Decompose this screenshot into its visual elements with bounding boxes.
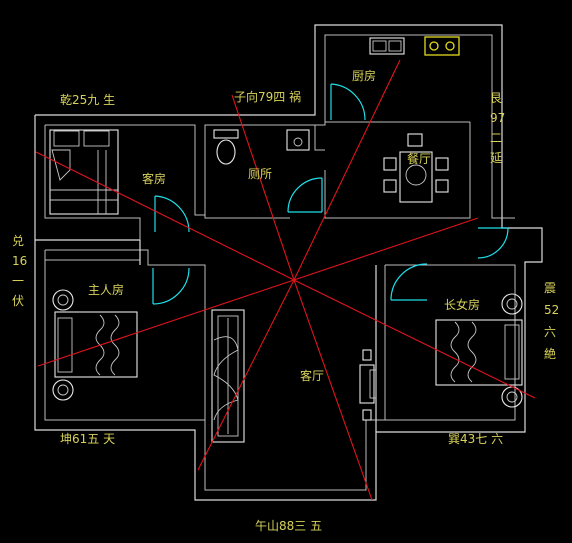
dir-right-top-2: 97	[490, 111, 505, 125]
guest-room-door-swing	[154, 195, 190, 233]
ray-north	[231, 94, 295, 281]
label-guest-room: 客房	[142, 171, 166, 186]
ray-southwest	[197, 279, 295, 471]
dir-right-bottom-3: 六	[544, 325, 556, 339]
living-room-wall	[204, 265, 386, 491]
guest-room-wall	[44, 125, 141, 261]
label-master-bedroom: 主人房	[88, 282, 124, 297]
wash-basin	[286, 129, 310, 151]
dir-left-2: 16	[12, 254, 27, 268]
dir-left-1: 兑	[12, 234, 24, 248]
master-bedroom-wall	[44, 249, 206, 421]
bathroom-wall	[204, 125, 290, 219]
dining-wall	[324, 122, 471, 219]
master-bedroom-door-swing	[152, 267, 190, 305]
ray-northwest	[35, 151, 295, 281]
kitchen-door-swing	[330, 83, 366, 121]
balcony-door-swing	[477, 227, 509, 259]
kitchen-stove	[424, 36, 460, 56]
tv-cabinet	[359, 349, 377, 421]
kitchen-sink	[369, 37, 405, 55]
dir-right-top-1: 艮	[490, 91, 502, 105]
sofa	[211, 309, 245, 443]
inner-wall-top	[45, 34, 515, 219]
dining-table	[383, 133, 449, 203]
dir-right-top-4: 延	[490, 151, 502, 165]
toilet	[213, 129, 239, 165]
room-labels: 厨房 餐厅 厕所 客房 主人房 长女房 客厅	[88, 68, 480, 383]
eldest-daughter-door-swing	[390, 263, 428, 301]
label-eldest-daughter-room: 长女房	[444, 297, 480, 312]
dir-right-top-3: 二	[490, 131, 502, 145]
ray-northeast	[293, 59, 401, 281]
ray-west	[37, 279, 295, 367]
bathroom-door-swing	[287, 177, 323, 213]
dir-bottom-center: 午山88三 五	[255, 519, 322, 533]
outer-wall	[34, 24, 543, 501]
dir-right-bottom-2: 52	[544, 303, 559, 317]
daughter-bed	[435, 293, 523, 408]
label-living-room: 客厅	[300, 368, 324, 383]
furniture	[49, 36, 523, 443]
dir-top-center: 子向79四 祸	[234, 89, 301, 104]
master-bed	[52, 289, 138, 401]
direction-labels: 乾25九 生 子向79四 祸 坤61五 天 巽43七 六 午山88三 五 艮 9…	[12, 89, 559, 533]
bathroom-wall-right	[314, 125, 325, 151]
guest-bed	[49, 129, 119, 215]
dir-left-3: 一	[12, 274, 24, 288]
dir-left-4: 伏	[12, 294, 24, 308]
ray-southeast	[293, 279, 536, 399]
label-kitchen: 厨房	[352, 68, 376, 83]
walls	[34, 24, 543, 501]
dir-right-bottom-1: 震	[544, 281, 556, 295]
dir-bottom-right: 巽43七 六	[448, 432, 503, 446]
dir-right-bottom-4: 絶	[544, 346, 556, 361]
direction-rays	[35, 59, 536, 501]
dir-bottom-left: 坤61五 天	[60, 431, 115, 446]
dir-top-left: 乾25九 生	[60, 93, 115, 107]
eldest-daughter-room-wall	[385, 264, 516, 421]
doors	[152, 83, 509, 305]
label-bathroom: 厕所	[248, 167, 272, 181]
label-dining: 餐厅	[407, 151, 431, 166]
ray-east-upper	[293, 217, 479, 281]
ray-south	[293, 279, 373, 501]
